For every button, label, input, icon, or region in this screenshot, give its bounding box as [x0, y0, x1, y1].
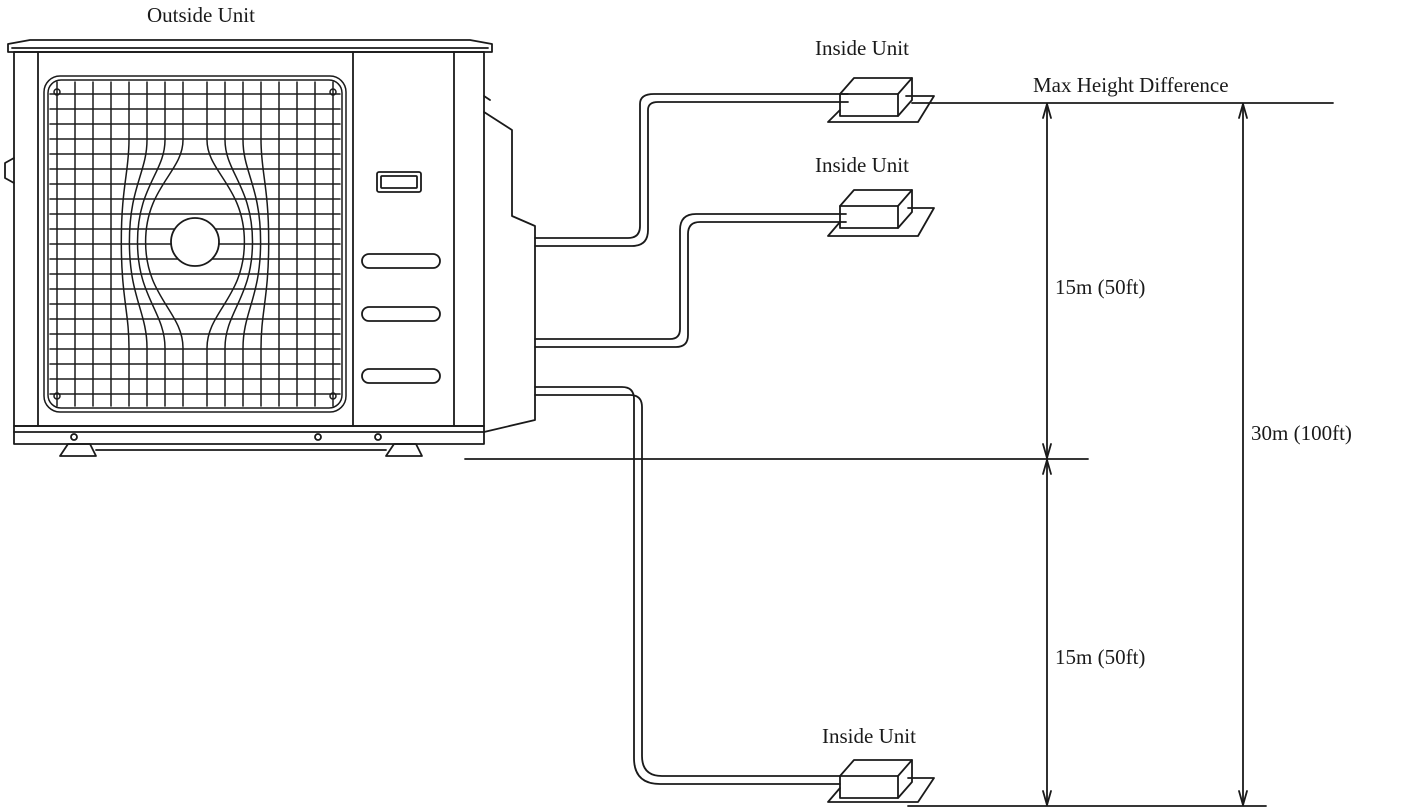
outside-unit: [4, 39, 536, 457]
upper-span-label: 15m (50ft): [1055, 275, 1145, 299]
inside-unit-top: [827, 77, 935, 123]
dimension-lower: [1042, 459, 1052, 806]
inside-unit-top-label: Inside Unit: [815, 36, 909, 60]
control-panel: [361, 171, 441, 384]
outside-unit-label: Outside Unit: [147, 3, 255, 27]
lower-span-label: 15m (50ft): [1055, 645, 1145, 669]
inside-unit-middle: [827, 189, 935, 237]
dimension-total: [1238, 103, 1248, 806]
refrigerant-pipe-bottom: [534, 386, 841, 785]
inside-unit-middle-label: Inside Unit: [815, 153, 909, 177]
dimension-upper: [1042, 103, 1052, 459]
inside-unit-bottom: [827, 759, 935, 803]
inside-unit-bottom-label: Inside Unit: [822, 724, 916, 748]
fan-grille: [43, 75, 347, 413]
refrigerant-pipe-top: [534, 93, 849, 247]
total-span-label: 30m (100ft): [1251, 421, 1352, 445]
max-height-difference-label: Max Height Difference: [1033, 73, 1229, 97]
refrigerant-pipe-middle: [534, 213, 847, 348]
